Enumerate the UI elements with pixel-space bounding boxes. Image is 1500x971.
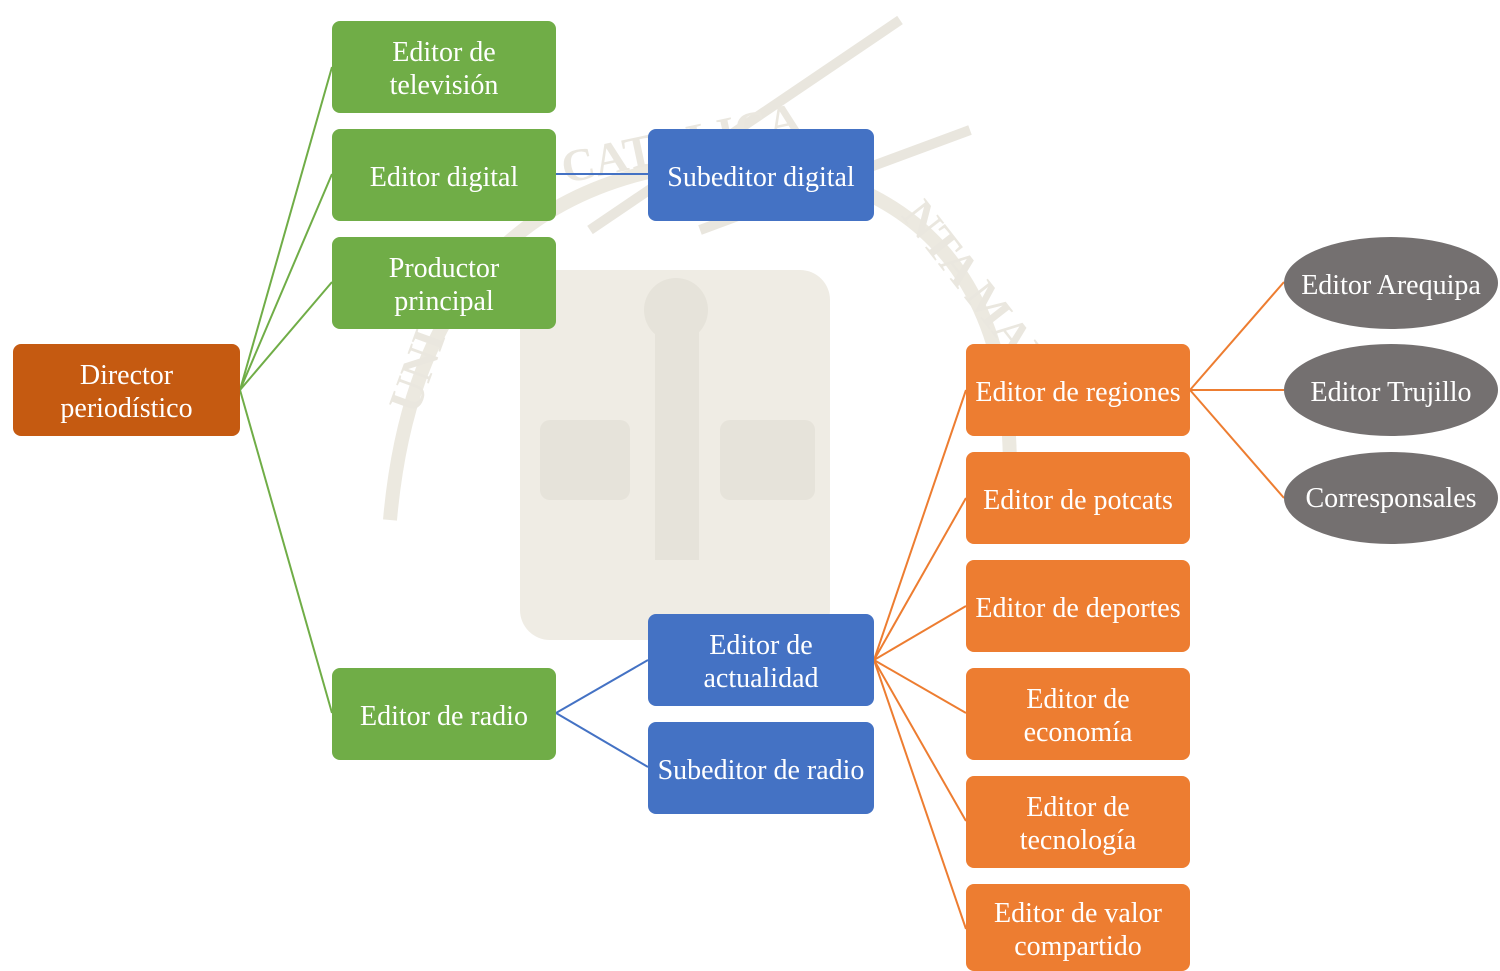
node-editor-radio: Editor de radio (332, 668, 556, 760)
connector-director-television (239, 66, 333, 391)
node-editor-potcats: Editor de potcats (966, 452, 1190, 544)
node-label: Editor Arequipa (1301, 269, 1481, 301)
node-editor-economia: Editor de economía (966, 668, 1190, 760)
node-label: Editor digital (369, 161, 519, 193)
node-editor-actualidad: Editor de actualidad (648, 614, 874, 706)
node-label: Editor de deportes (975, 592, 1181, 624)
node-label: Editor de tecnología (1019, 792, 1137, 856)
connector-actualidad-regiones (873, 389, 967, 661)
node-editor-digital: Editor digital (332, 129, 556, 221)
connector-actualidad-deportes (873, 605, 967, 661)
seal-book-right (720, 420, 815, 500)
node-editor-valor-compartido: Editor de valor compartido (966, 884, 1190, 971)
node-label: Editor de potcats (983, 484, 1173, 516)
node-subeditor-radio: Subeditor de radio (648, 722, 874, 814)
node-label: Editor de economía (1023, 684, 1133, 748)
node-label: Productor principal (388, 253, 500, 317)
node-label: Editor de valor compartido (994, 897, 1162, 962)
connector-actualidad-valor (873, 659, 967, 930)
node-label: Corresponsales (1305, 482, 1477, 514)
node-corresponsales: Corresponsales (1284, 452, 1498, 544)
node-director-periodistico: Director periodístico (13, 344, 240, 436)
connector-actualidad-tecnologia (873, 659, 967, 822)
connector-regiones-arequipa (1189, 281, 1285, 391)
node-label: Subeditor de radio (657, 754, 865, 786)
node-editor-television: Editor de televisión (332, 21, 556, 113)
node-label: Editor de radio (360, 700, 528, 732)
connector-radio-subeditor (555, 712, 649, 768)
seal-crown (644, 278, 708, 342)
seal-book-left (540, 420, 630, 500)
connector-actualidad-economia (873, 659, 967, 714)
node-editor-tecnologia: Editor de tecnología (966, 776, 1190, 868)
node-label: Director periodístico (60, 360, 193, 424)
connector-regiones-corresponsales (1189, 389, 1285, 499)
connector-radio-actualidad (555, 659, 649, 714)
connector-actualidad-potcats (873, 497, 967, 661)
node-subeditor-digital: Subeditor digital (648, 129, 874, 221)
node-label: Editor de televisión (389, 37, 499, 101)
node-editor-trujillo: Editor Trujillo (1284, 344, 1498, 436)
node-label: Editor de regiones (975, 376, 1181, 408)
connector-director-productor (239, 281, 333, 391)
node-label: Editor Trujillo (1310, 376, 1472, 408)
connector-director-digital (239, 173, 333, 391)
node-editor-deportes: Editor de deportes (966, 560, 1190, 652)
connector-director-radio (239, 389, 333, 714)
node-editor-arequipa: Editor Arequipa (1284, 237, 1498, 329)
node-productor-principal: Productor principal (332, 237, 556, 329)
node-editor-regiones: Editor de regiones (966, 344, 1190, 436)
seal-staff-1 (587, 15, 903, 235)
node-label: Editor de actualidad (703, 630, 819, 694)
seal-tower (655, 330, 699, 560)
node-label: Subeditor digital (667, 161, 855, 193)
